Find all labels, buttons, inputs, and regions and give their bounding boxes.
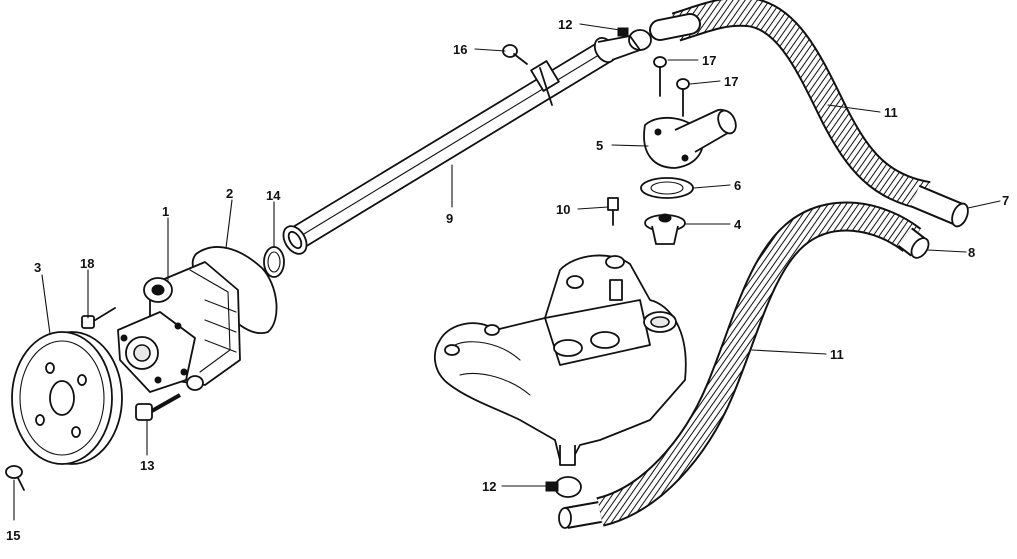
callout-9: 9	[446, 211, 453, 226]
callout-11-lower: 11	[830, 347, 844, 362]
pipe-bolt-16	[502, 44, 528, 65]
callout-15: 15	[6, 528, 20, 543]
callout-6: 6	[734, 178, 741, 193]
upper-bypass-hose	[649, 0, 969, 228]
callout-12-lower: 12	[482, 479, 496, 494]
callout-10: 10	[556, 202, 570, 217]
intake-manifold	[434, 254, 687, 466]
callout-16: 16	[453, 42, 467, 57]
callout-2: 2	[226, 186, 233, 201]
thermostat-cover	[643, 108, 737, 169]
callout-12-upper: 12	[558, 17, 572, 32]
hose-clamp-upper	[617, 27, 652, 51]
callout-13: 13	[140, 458, 154, 473]
housing-bolt-17b	[676, 78, 690, 117]
callout-1: 1	[162, 204, 169, 219]
water-pipe	[282, 35, 641, 255]
callout-4: 4	[734, 217, 742, 232]
lower-bypass-hose	[558, 201, 930, 529]
water-pump-pulley	[11, 331, 123, 465]
callout-11-upper: 11	[884, 105, 898, 120]
thermostat	[644, 213, 686, 245]
thermostat-gasket	[640, 177, 694, 199]
leader-lines	[13, 23, 1001, 521]
callout-7: 7	[1002, 193, 1009, 208]
callout-17-a: 17	[702, 53, 716, 68]
water-pump	[117, 261, 241, 393]
pulley-bolt-15	[5, 465, 25, 491]
callout-14: 14	[266, 188, 281, 203]
callout-3: 3	[34, 260, 41, 275]
callout-17-b: 17	[724, 74, 738, 89]
callout-18: 18	[80, 256, 94, 271]
temperature-sensor	[607, 197, 619, 226]
callout-8: 8	[968, 245, 975, 260]
hose-clamp-lower	[545, 476, 582, 498]
pump-bolt-13	[135, 393, 181, 421]
pulley-bolt-18	[81, 307, 116, 329]
housing-bolt-17a	[653, 56, 667, 97]
callout-5: 5	[596, 138, 603, 153]
callout-labels: 1 2 3 4 5 6 7 8 9 10 11 11 12 12 13 14 1…	[6, 17, 1009, 543]
